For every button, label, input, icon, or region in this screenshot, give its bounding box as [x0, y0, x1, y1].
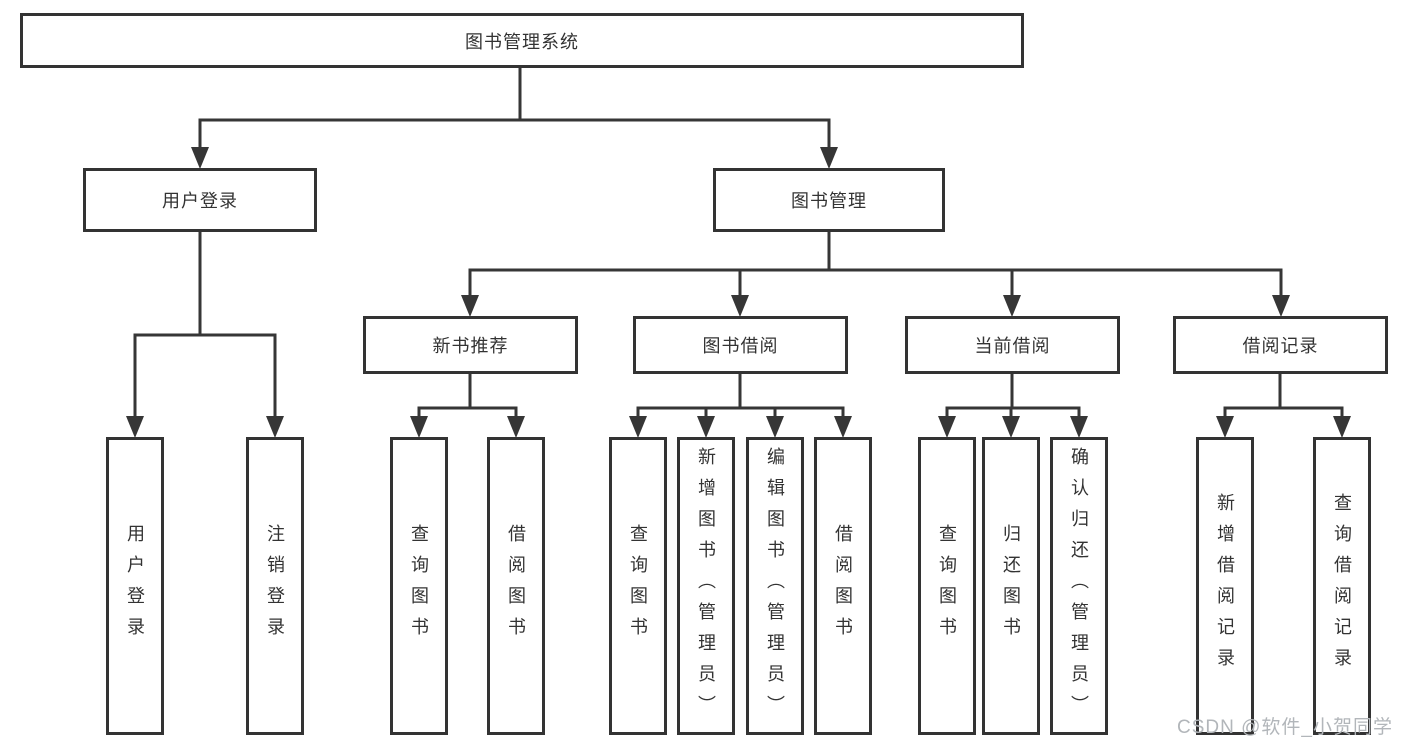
connector-bookmgmt-to-level3: [461, 231, 1290, 317]
connector-root-to-level2: [191, 64, 838, 169]
leaf-query-borrow-record: 查询借阅记录: [1313, 437, 1371, 735]
connector-current-to-leaves: [938, 372, 1088, 438]
connector-newbook-to-leaves: [410, 372, 525, 438]
node-book-management: 图书管理: [713, 168, 945, 232]
node-label: 新增图书（管理员）: [696, 446, 716, 726]
leaf-add-book-admin: 新增图书（管理员）: [677, 437, 735, 735]
leaf-borrow-books: 借阅图书: [814, 437, 872, 735]
node-label: 确认归还（管理员）: [1069, 446, 1089, 726]
watermark: CSDN @软件_小贺同学: [1177, 717, 1393, 738]
node-label: 注销登录: [265, 524, 285, 648]
connector-userlogin-to-leaves: [126, 230, 284, 438]
node-book-borrowing: 图书借阅: [633, 316, 848, 374]
leaf-query-books-current: 查询图书: [918, 437, 976, 735]
connector-borrow-to-leaves: [629, 372, 852, 438]
leaf-query-books-recommend: 查询图书: [390, 437, 448, 735]
node-label: 查询图书: [628, 524, 648, 648]
node-label: 新增借阅记录: [1215, 493, 1235, 679]
node-label: 查询图书: [409, 524, 429, 648]
node-borrowing-records: 借阅记录: [1173, 316, 1388, 374]
node-current-borrowing: 当前借阅: [905, 316, 1120, 374]
leaf-user-login: 用户登录: [106, 437, 164, 735]
node-label: 编辑图书（管理员）: [765, 446, 785, 726]
leaf-logout: 注销登录: [246, 437, 304, 735]
node-label: 查询借阅记录: [1332, 493, 1352, 679]
node-label: 借阅图书: [506, 524, 526, 648]
node-label: 图书管理系统: [465, 31, 579, 52]
leaf-add-borrow-record: 新增借阅记录: [1196, 437, 1254, 735]
node-new-book-recommend: 新书推荐: [363, 316, 578, 374]
connector-records-to-leaves: [1216, 372, 1351, 438]
leaf-return-book: 归还图书: [982, 437, 1040, 735]
node-label: 用户登录: [125, 524, 145, 648]
node-label: 借阅图书: [833, 524, 853, 648]
node-label: 图书管理: [791, 191, 867, 211]
node-user-login: 用户登录: [83, 168, 317, 232]
node-library-management-system: 图书管理系统: [20, 13, 1024, 68]
node-label: 借阅记录: [1242, 336, 1319, 356]
leaf-query-books-borrow: 查询图书: [609, 437, 667, 735]
node-label: 当前借阅: [974, 336, 1051, 356]
leaf-borrow-books-recommend: 借阅图书: [487, 437, 545, 735]
node-label: 查询图书: [937, 524, 957, 648]
node-label: 新书推荐: [432, 336, 509, 356]
node-label: 用户登录: [162, 191, 238, 211]
node-label: 归还图书: [1001, 524, 1021, 648]
node-label: 图书借阅: [702, 336, 779, 356]
leaf-confirm-return-admin: 确认归还（管理员）: [1050, 437, 1108, 735]
leaf-edit-book-admin: 编辑图书（管理员）: [746, 437, 804, 735]
